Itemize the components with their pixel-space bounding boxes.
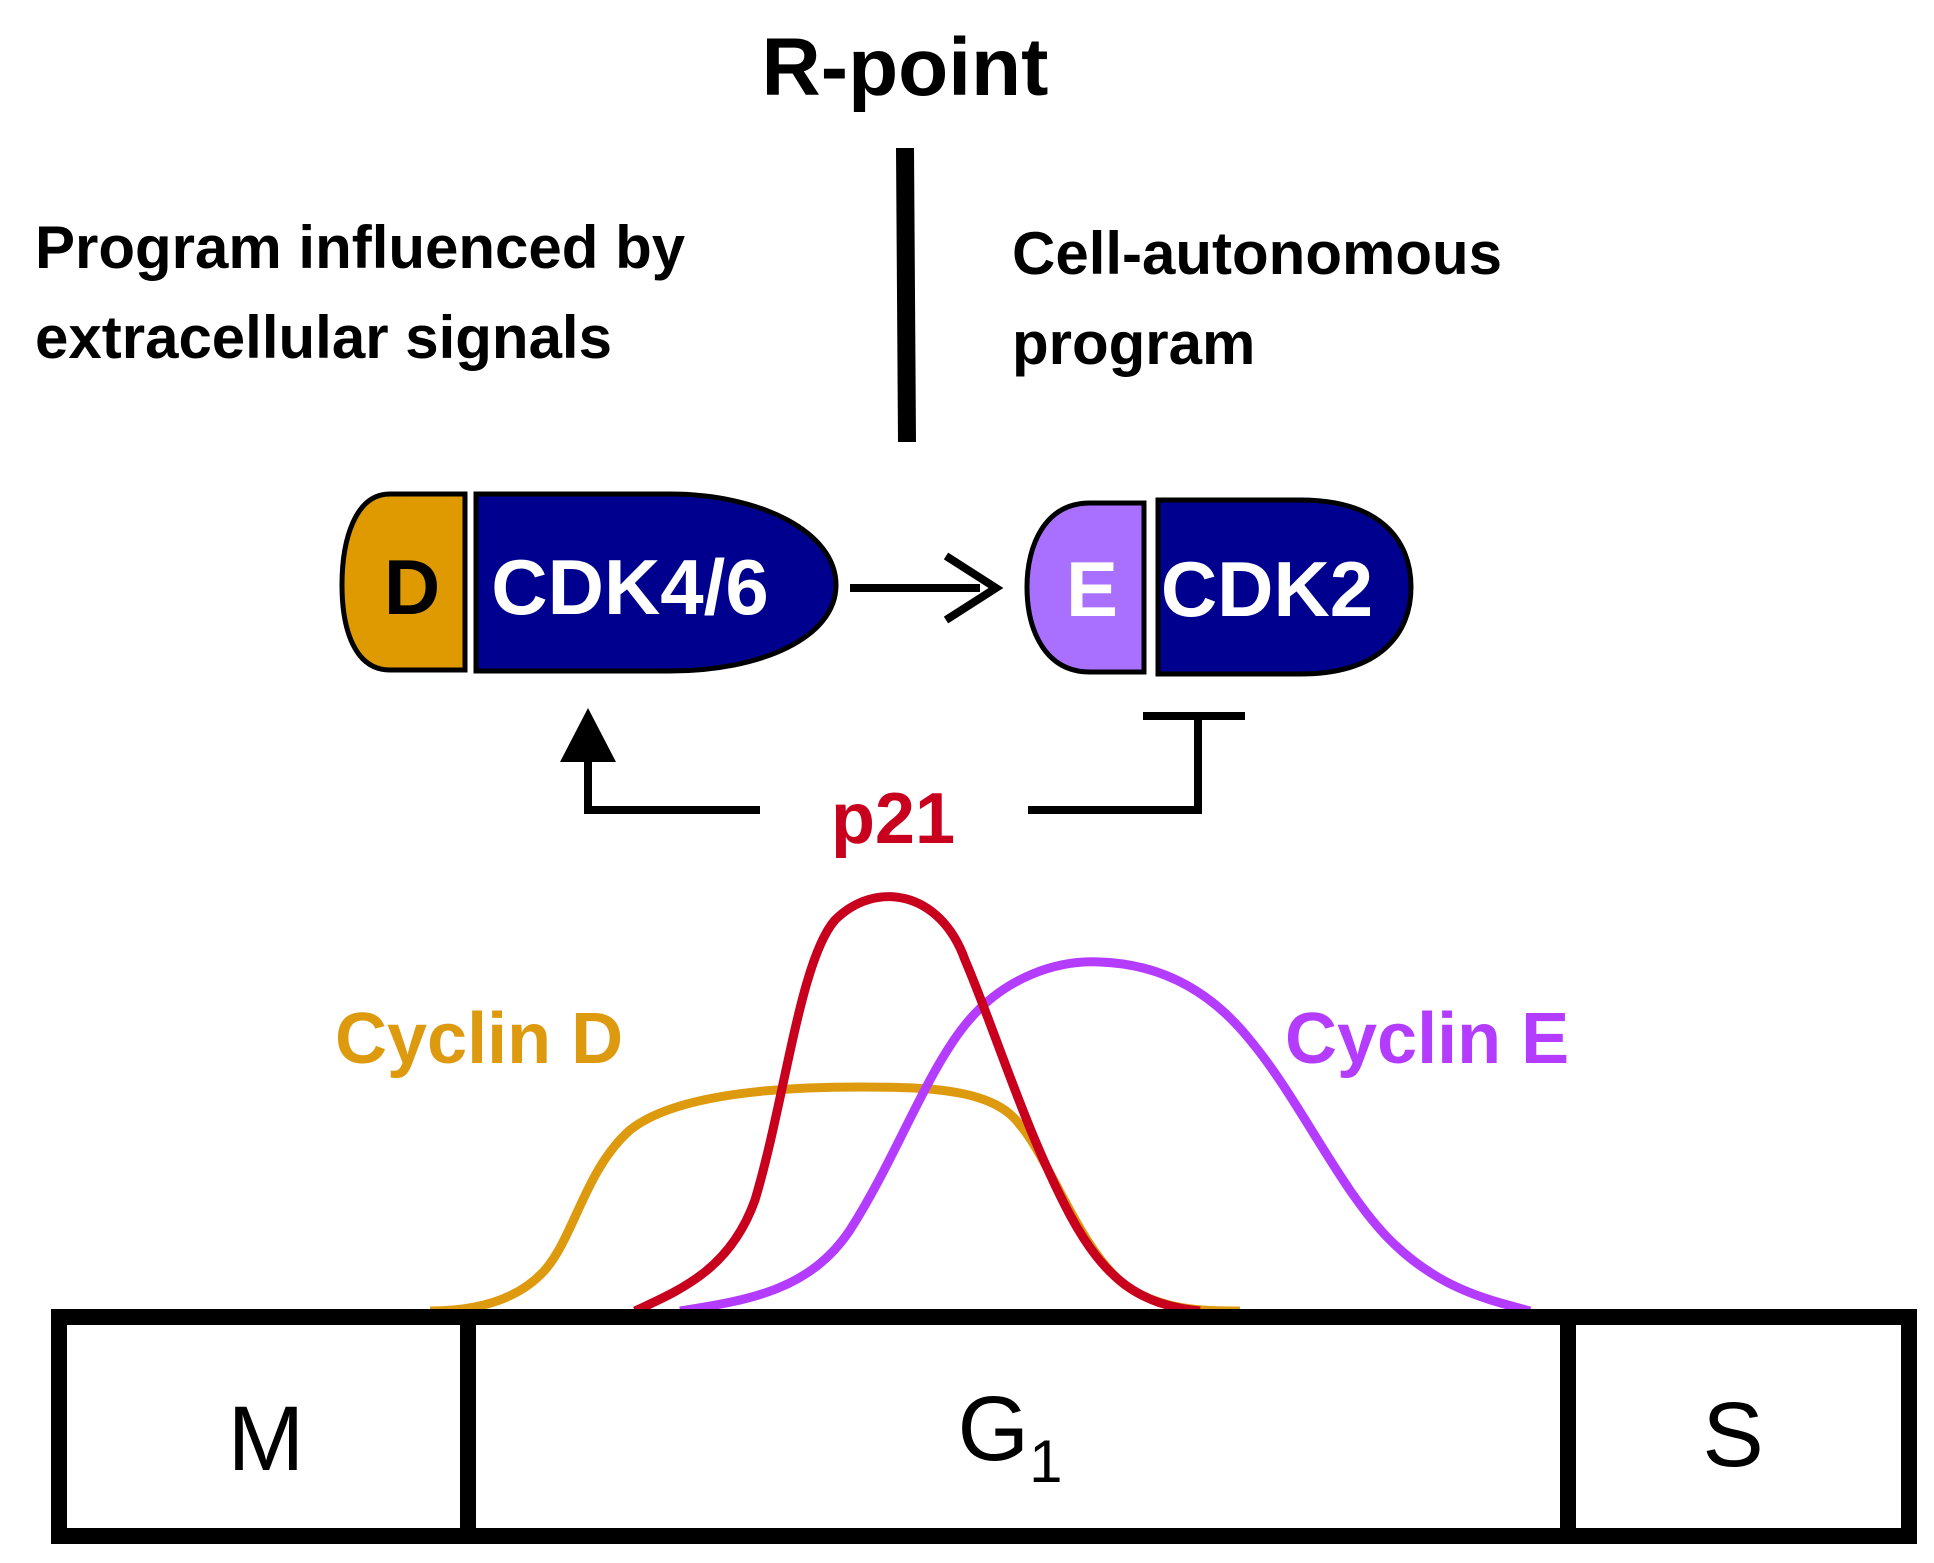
cdk46-subunit bbox=[473, 491, 839, 674]
cdk2-label: CDK2 bbox=[1161, 545, 1373, 633]
phase-m-label: M bbox=[228, 1388, 305, 1490]
left-program-label-line1: Program influenced by bbox=[35, 214, 686, 281]
phase-s-label: S bbox=[1702, 1384, 1763, 1486]
activation-arrow bbox=[850, 552, 1004, 624]
r-point-title: R-point bbox=[762, 22, 1049, 113]
p21-activation-arrow bbox=[560, 708, 760, 814]
cyclin-d-curve-label: Cyclin D bbox=[335, 999, 623, 1079]
phase-g1-label: G1 bbox=[958, 1378, 1063, 1495]
phase-g1-subscript: 1 bbox=[1029, 1428, 1062, 1495]
cyclin-e-curve bbox=[679, 957, 1532, 1316]
p21-curve bbox=[633, 892, 1201, 1316]
cdk2-subunit bbox=[1155, 497, 1414, 677]
cyclin-e-curve-label: Cyclin E bbox=[1285, 999, 1569, 1079]
cyclin-e-letter: E bbox=[1066, 545, 1118, 633]
p21-inhibition-bar bbox=[1028, 712, 1245, 814]
cyclin-e-cdk2-complex: E CDK2 bbox=[1024, 497, 1414, 677]
cdk46-label: CDK4/6 bbox=[491, 543, 768, 631]
r-point-bar bbox=[896, 147, 916, 443]
phase-g1-main: G bbox=[958, 1378, 1030, 1480]
cyclin-d-subunit bbox=[339, 491, 468, 673]
right-program-label-line1: Cell-autonomous bbox=[1012, 220, 1502, 287]
cyclin-e-subunit bbox=[1024, 500, 1147, 675]
cyclin-d-letter: D bbox=[384, 543, 440, 631]
cyclin-d-cdk46-complex: D CDK4/6 bbox=[339, 491, 839, 674]
cell-cycle-phase-bar bbox=[51, 1309, 1917, 1544]
left-program-label-line2: extracellular signals bbox=[35, 304, 612, 371]
p21-label: p21 bbox=[831, 779, 955, 859]
right-program-label-line2: program bbox=[1012, 310, 1255, 377]
